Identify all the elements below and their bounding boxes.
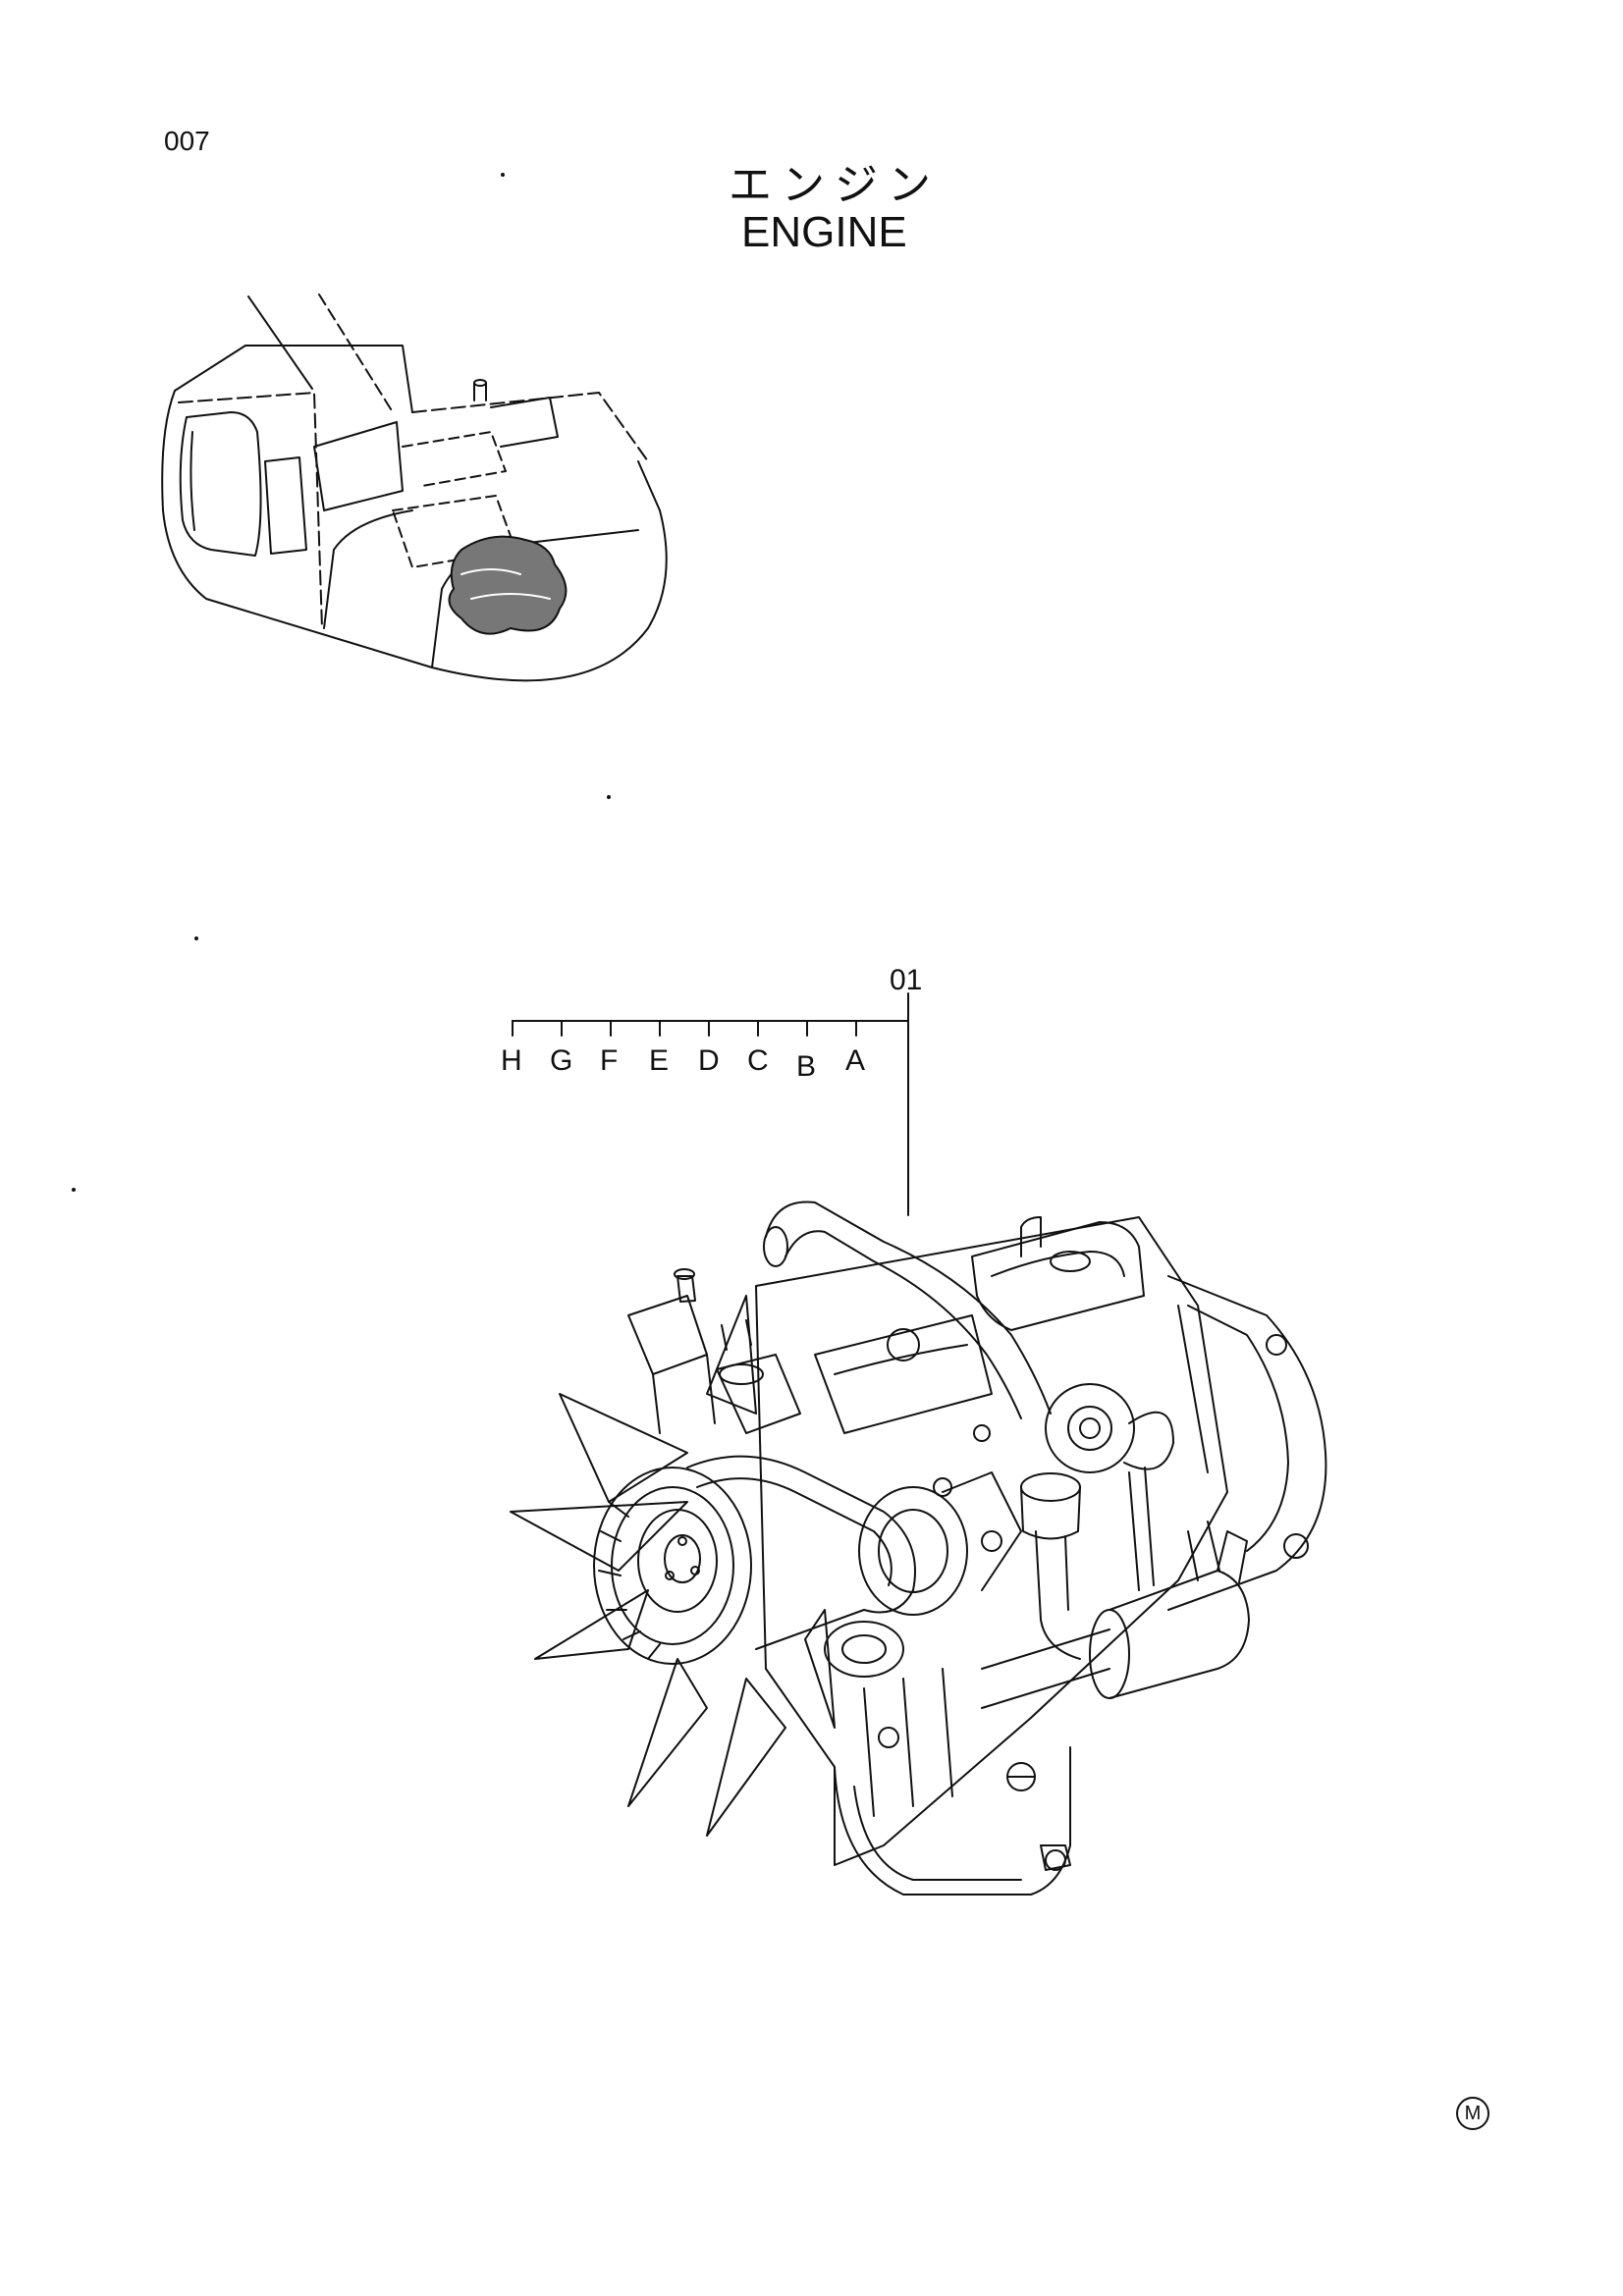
title-japanese: エンジン (729, 160, 941, 210)
callout-letter-d: D (698, 1044, 720, 1077)
callout-letter-g: G (550, 1044, 572, 1077)
callout-part-number: 01 (890, 964, 922, 996)
excavator-overview (161, 294, 668, 682)
callout-letter-h: H (501, 1044, 522, 1077)
title-english: ENGINE (741, 208, 907, 256)
callout-letter-b: B (796, 1050, 816, 1083)
callout-lines (512, 992, 909, 1216)
callout-letter-f: F (600, 1044, 618, 1077)
callout-letter-c: C (747, 1044, 769, 1077)
callout-letter-e: E (649, 1044, 669, 1077)
page-number: 007 (164, 126, 210, 156)
engine-assembly (510, 1201, 1327, 1896)
callout-letter-a: A (845, 1044, 865, 1077)
circled-m-mark: M (1456, 2097, 1489, 2130)
